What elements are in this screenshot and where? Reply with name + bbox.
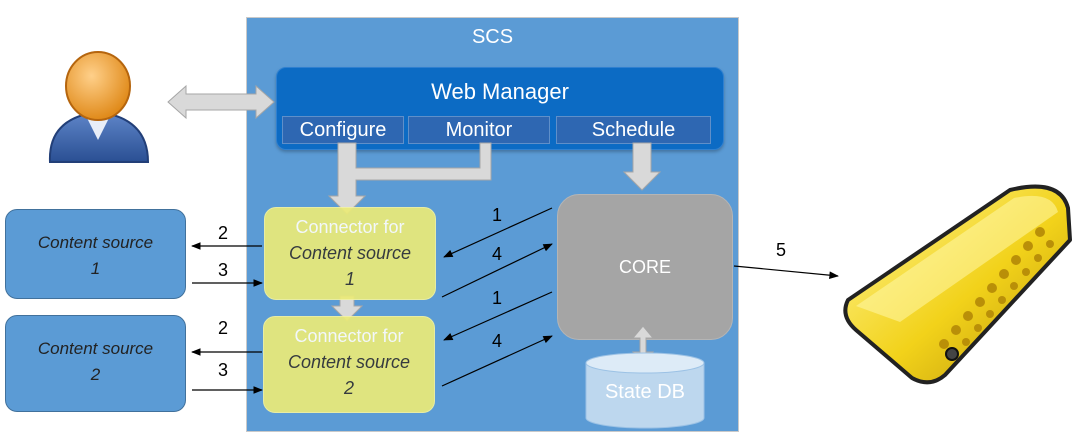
user-webmanager-arrow <box>167 84 275 120</box>
content-source-2: Content source 2 <box>5 315 186 412</box>
connector-1: Connector for Content source 1 <box>264 207 436 300</box>
connector-2-line3: 2 <box>343 378 354 398</box>
arrow-label-src2-in: 3 <box>218 360 229 380</box>
content-source-2-line2: 2 <box>90 365 101 384</box>
arrow-label-core-appliance: 5 <box>776 240 787 260</box>
arrow-label-src1-out: 2 <box>218 223 229 243</box>
arrow-label-core-conn1: 1 <box>492 205 503 225</box>
configure-monitor-arrow <box>327 142 492 215</box>
content-source-1-line1: Content source <box>37 233 154 252</box>
content-source-2-line1: Content source <box>37 339 154 358</box>
user-icon <box>48 51 150 163</box>
monitor-button[interactable]: Monitor <box>408 116 550 144</box>
connector-2-line2: Content source <box>287 352 411 372</box>
configure-button[interactable]: Configure <box>282 116 404 144</box>
content-source-1-line2: 1 <box>90 259 101 278</box>
state-db-label: State DB <box>604 381 686 403</box>
arrow-label-core-conn2: 1 <box>492 288 503 308</box>
connector-2-line1: Connector for <box>294 326 404 346</box>
core-box <box>557 194 733 340</box>
arrow-label-conn1-core: 4 <box>492 244 503 264</box>
arrow-label-src2-out: 2 <box>218 318 229 338</box>
content-source-1: Content source 1 <box>5 209 186 299</box>
connector-1-line2: Content source <box>288 243 412 263</box>
scs-label: SCS <box>471 26 514 48</box>
schedule-button[interactable]: Schedule <box>556 116 711 144</box>
connector-2: Connector for Content source 2 <box>263 316 435 413</box>
state-db-cylinder <box>585 352 705 429</box>
connector-1-line1: Connector for <box>295 217 405 237</box>
arrow-label-src1-in: 3 <box>218 260 229 280</box>
schedule-arrow <box>622 142 662 191</box>
connector-1-line3: 1 <box>344 269 355 289</box>
arrow-label-conn2-core: 4 <box>492 331 503 351</box>
core-label: CORE <box>618 257 671 277</box>
search-appliance-icon <box>843 184 1072 385</box>
web-manager-title: Web Manager <box>431 79 569 104</box>
